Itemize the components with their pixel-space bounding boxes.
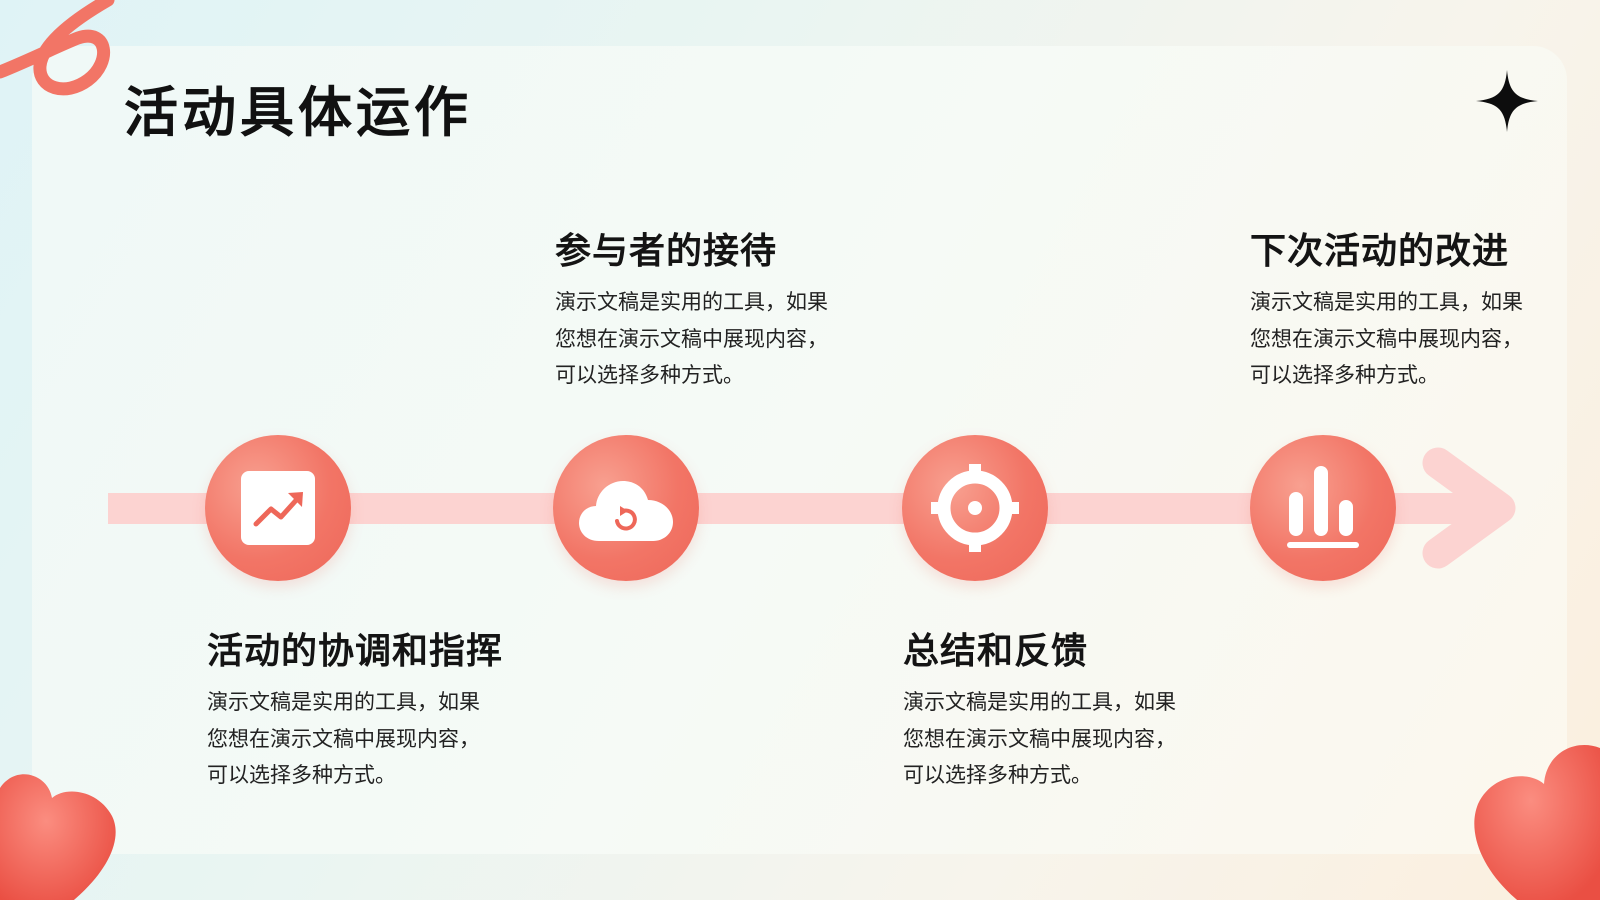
heart-decoration-left: [0, 774, 116, 900]
step-block-4: 下次活动的改进 演示文稿是实用的工具，如果您想在演示文稿中展现内容，可以选择多种…: [1250, 222, 1550, 394]
target-icon: [931, 464, 1019, 552]
step-node-2: [553, 435, 699, 581]
step-description: 演示文稿是实用的工具，如果您想在演示文稿中展现内容，可以选择多种方式。: [1250, 290, 1523, 387]
sparkle-star-icon: [1476, 70, 1538, 132]
step-block-2: 参与者的接待 演示文稿是实用的工具，如果您想在演示文稿中展现内容，可以选择多种方…: [555, 222, 855, 394]
step-node-4: [1250, 435, 1396, 581]
bar-chart-icon: [1287, 466, 1359, 548]
step-node-1: [205, 435, 351, 581]
step-block-1: 活动的协调和指挥 演示文稿是实用的工具，如果您想在演示文稿中展现内容，可以选择多…: [207, 622, 507, 794]
cloud-sync-icon: [579, 481, 673, 541]
step-title: 总结和反馈: [903, 631, 1089, 672]
step-title: 下次活动的改进: [1250, 231, 1510, 272]
heart-decoration-right: [1474, 745, 1600, 900]
step-description: 演示文稿是实用的工具，如果您想在演示文稿中展现内容，可以选择多种方式。: [207, 690, 480, 787]
step-title: 参与者的接待: [555, 231, 778, 272]
step-node-3: [902, 435, 1048, 581]
ribbon-decoration: [0, 0, 115, 96]
trend-chart-icon: [241, 471, 315, 545]
step-description: 演示文稿是实用的工具，如果您想在演示文稿中展现内容，可以选择多种方式。: [903, 690, 1176, 787]
step-block-3: 总结和反馈 演示文稿是实用的工具，如果您想在演示文稿中展现内容，可以选择多种方式…: [903, 622, 1203, 794]
step-title: 活动的协调和指挥: [207, 631, 504, 672]
page-title: 活动具体运作: [124, 81, 472, 144]
step-description: 演示文稿是实用的工具，如果您想在演示文稿中展现内容，可以选择多种方式。: [555, 290, 828, 387]
